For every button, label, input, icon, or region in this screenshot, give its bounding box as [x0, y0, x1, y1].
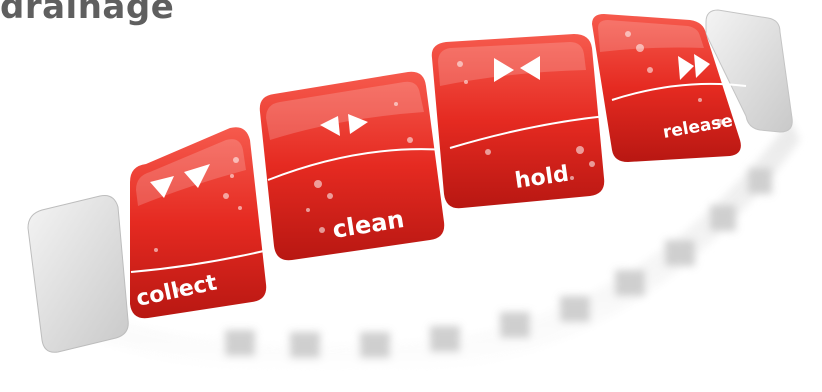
left-end-cap	[28, 195, 128, 352]
